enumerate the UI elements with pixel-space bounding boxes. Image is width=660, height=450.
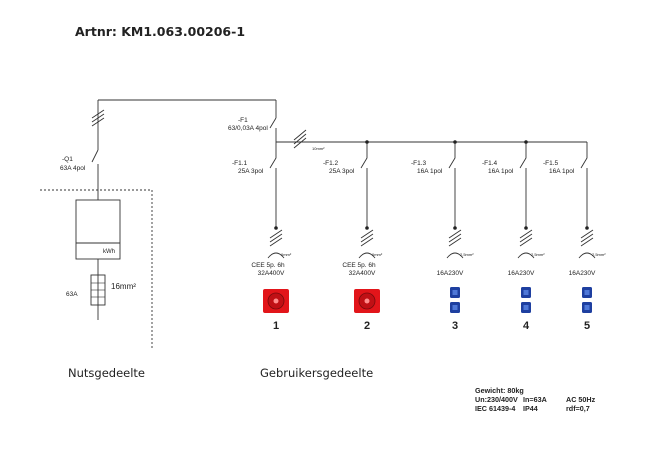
spec-voltage: Un:230/400V	[475, 395, 518, 404]
schuko-socket-face	[452, 305, 458, 310]
spec-current: In=63A	[523, 395, 547, 404]
spec-rdf: rdf=0,7	[566, 404, 590, 413]
section-utility-part: Nutsgedeelte	[68, 366, 145, 380]
article-number-title: Artnr: KM1.063.00206-1	[75, 24, 246, 39]
fuse-rating: 63A	[66, 291, 78, 298]
spec-standard: IEC 61439-4	[475, 404, 516, 413]
meter-unit: kWh	[103, 249, 115, 255]
breaker-rating: 16A 1pol	[488, 168, 514, 175]
f1-cable: 10mm²	[312, 146, 325, 151]
cable-size: 6mm²	[281, 252, 292, 257]
breaker-label: -F1.4	[482, 160, 498, 167]
socket-rating: 16A230V	[569, 270, 596, 277]
circuit-number: 4	[523, 320, 530, 332]
breaker-rating: 16A 1pol	[417, 168, 443, 175]
spec-ip-rating: IP44	[523, 404, 538, 413]
cable-size: 2,5mm²	[592, 252, 606, 257]
cee-socket-pin	[364, 298, 370, 304]
junction-dots	[274, 140, 589, 230]
q1-rating: 63A 4pol	[60, 165, 86, 172]
circuit-number: 5	[584, 320, 590, 332]
breaker-label: -F1.1	[232, 160, 248, 167]
socket-rating: 16A230V	[437, 270, 464, 277]
socket-rating: 32A400V	[258, 270, 285, 277]
wiring	[40, 99, 596, 350]
schuko-socket-face	[523, 305, 529, 310]
schuko-socket-face	[584, 305, 590, 310]
breaker-label: -F1.2	[323, 160, 339, 167]
socket-rating: 32A400V	[349, 270, 376, 277]
f1-label: -F1	[238, 117, 248, 124]
socket-rating: 16A230V	[508, 270, 535, 277]
socket-type: CEE 5p. 6h	[342, 262, 376, 269]
breaker-rating: 25A 3pol	[329, 168, 355, 175]
q1-label: -Q1	[62, 156, 73, 163]
schuko-socket-face	[523, 290, 529, 295]
energy-meter	[75, 199, 121, 260]
f1-rating: 63/0,03A 4pol	[228, 125, 268, 132]
cable-size: 6mm²	[372, 252, 383, 257]
breaker-label: -F1.3	[411, 160, 427, 167]
circuit-number: 1	[273, 320, 279, 332]
spec-weight: Gewicht: 80kg	[475, 386, 524, 395]
section-user-part: Gebruikersgedeelte	[260, 366, 374, 380]
schuko-socket-face	[452, 290, 458, 295]
breaker-rating: 16A 1pol	[549, 168, 575, 175]
breaker-rating: 25A 3pol	[238, 168, 264, 175]
cable-size: 2,5mm²	[460, 252, 474, 257]
circuit-number: 3	[452, 320, 458, 332]
breaker-label: -F1.5	[543, 160, 559, 167]
schuko-socket-face	[584, 290, 590, 295]
circuit-number: 2	[364, 320, 370, 332]
spec-frequency: AC 50Hz	[566, 395, 596, 404]
cable-size: 2,5mm²	[531, 252, 545, 257]
socket-type: CEE 5p. 6h	[251, 262, 285, 269]
supply-cable: 16mm²	[111, 282, 136, 291]
cee-socket-pin	[273, 298, 279, 304]
